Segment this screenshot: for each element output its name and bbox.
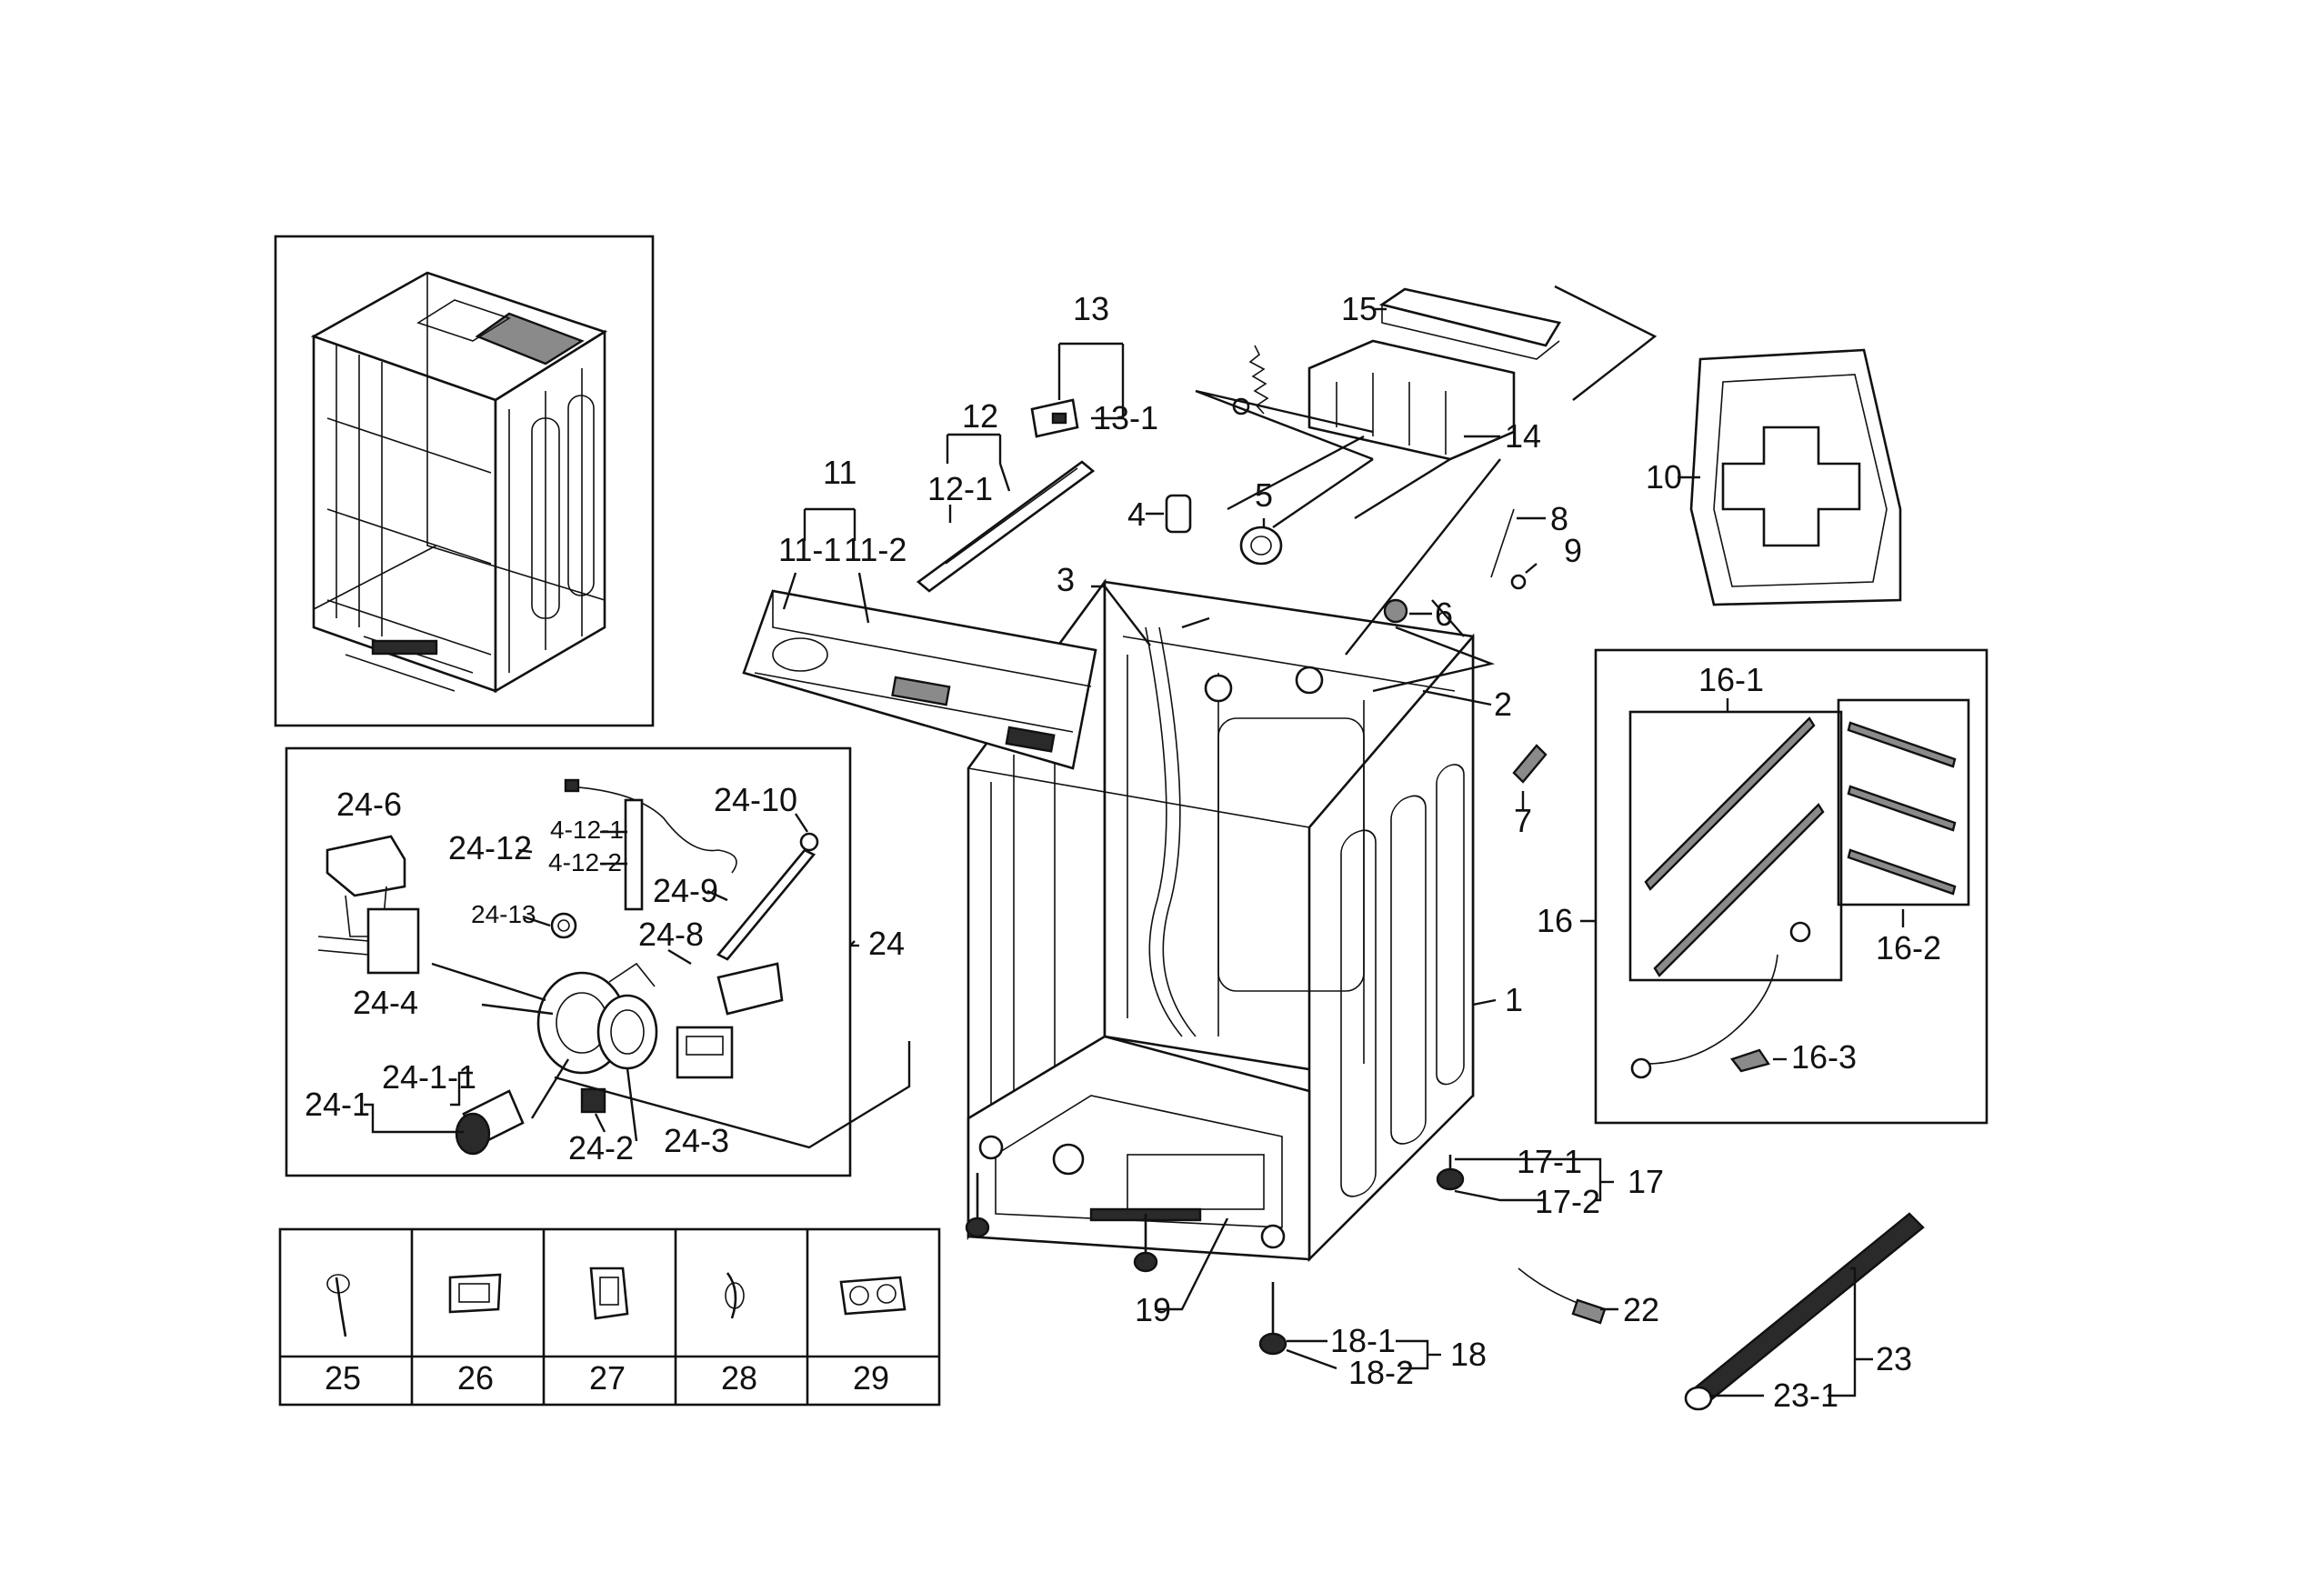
part-26 — [448, 1273, 502, 1314]
callout-4-12-2: 4-12-2 — [548, 848, 622, 876]
part-12-bracket — [916, 460, 1096, 593]
callout-11-1: 11-1 — [778, 531, 841, 568]
table-cell-26: 26 — [457, 1359, 494, 1397]
callout-6: 6 — [1435, 596, 1453, 633]
callout-17: 17 — [1628, 1163, 1664, 1200]
callout-1: 1 — [1505, 981, 1523, 1018]
callout-24-6: 24-6 — [336, 786, 402, 823]
callout-12-1: 12-1 — [927, 470, 993, 507]
assembled-cabinet-inset — [274, 235, 655, 727]
part-12-detail — [945, 467, 1078, 565]
part-4-12-tube — [624, 798, 644, 911]
callout-labels: 1 2 3 4 5 6 7 8 9 10 11 11-1 11-2 12 12-… — [305, 290, 1941, 1414]
callout-12: 12 — [962, 397, 998, 435]
part-11-control-frame — [742, 589, 1097, 770]
callout-24-13: 24-13 — [471, 900, 536, 928]
part-5 — [1239, 526, 1283, 566]
suspension-spring — [1248, 345, 1269, 415]
part-24-6 — [326, 835, 406, 897]
callout-10: 10 — [1646, 458, 1682, 496]
callout-11-2: 11-2 — [844, 531, 907, 568]
callout-13: 13 — [1073, 290, 1109, 327]
callout-17-2: 17-2 — [1535, 1183, 1600, 1220]
table-cell-25: 25 — [325, 1359, 361, 1397]
part-8-spring — [1490, 508, 1515, 578]
accessory-table — [278, 1227, 941, 1407]
part-22-cord — [1518, 1267, 1583, 1306]
callout-8: 8 — [1550, 500, 1568, 537]
callout-16-1: 16-1 — [1698, 661, 1764, 698]
callout-19: 19 — [1135, 1291, 1171, 1328]
part-6 — [1383, 598, 1408, 624]
callout-24-8: 24-8 — [638, 916, 704, 953]
leader-lines — [554, 285, 1905, 1397]
part-24-9 — [716, 848, 816, 961]
part-24-3 — [596, 994, 658, 1070]
callout-18-2: 18-2 — [1348, 1354, 1414, 1391]
callout-4-12-1: 4-12-1 — [550, 816, 624, 844]
wire-harness-box — [1594, 648, 1988, 1125]
part-24-4 — [366, 907, 420, 975]
callout-24-1: 24-1 — [305, 1086, 370, 1123]
callout-16: 16 — [1537, 902, 1573, 939]
callout-5: 5 — [1255, 476, 1273, 514]
callout-3: 3 — [1057, 561, 1075, 598]
callout-24-2: 24-2 — [568, 1129, 634, 1166]
callout-16-3: 16-3 — [1791, 1038, 1857, 1076]
part-24-2 — [580, 1087, 606, 1114]
callout-24-9: 24-9 — [653, 872, 718, 909]
callout-24-10: 24-10 — [714, 781, 797, 818]
callout-14: 14 — [1505, 417, 1541, 455]
part-15 — [1378, 287, 1562, 347]
callout-22: 22 — [1623, 1291, 1659, 1328]
part-24-5 — [676, 1026, 734, 1079]
callout-23: 23 — [1876, 1340, 1912, 1377]
callout-18: 18 — [1450, 1336, 1487, 1373]
table-cell-29: 29 — [853, 1359, 889, 1397]
part-24-10 — [799, 832, 819, 852]
callout-9: 9 — [1564, 532, 1582, 569]
callout-16-2: 16-2 — [1876, 929, 1941, 966]
callout-13-1: 13-1 — [1093, 399, 1158, 436]
part-14 — [1307, 339, 1516, 461]
callout-23-1: 23-1 — [1773, 1377, 1838, 1414]
part-4 — [1165, 494, 1192, 534]
leveling-feet — [965, 1155, 1465, 1356]
callout-18-1: 18-1 — [1330, 1322, 1396, 1359]
part-10-tub-cover — [1689, 348, 1902, 606]
callout-4: 4 — [1127, 496, 1146, 533]
part-24-13 — [550, 912, 577, 939]
callout-24-4: 24-4 — [353, 984, 418, 1021]
callout-24-3: 24-3 — [664, 1122, 729, 1159]
callout-24: 24 — [868, 925, 905, 962]
part-24-12-harness — [567, 786, 737, 874]
table-cell-28: 28 — [721, 1359, 757, 1397]
callout-7: 7 — [1514, 802, 1532, 839]
accessory-table-labels: 25 26 27 28 29 — [325, 1359, 889, 1397]
callout-15: 15 — [1341, 290, 1377, 327]
callout-24-1-1: 24-1-1 — [382, 1058, 476, 1096]
table-cell-27: 27 — [589, 1359, 626, 1397]
drain-pump-assembly-box — [285, 746, 859, 1177]
part-28 — [726, 1272, 737, 1319]
part-25 — [335, 1277, 347, 1337]
part-9 — [1510, 574, 1527, 590]
part-24-8 — [716, 962, 784, 1016]
callout-11: 11 — [823, 454, 856, 491]
part-27 — [589, 1267, 629, 1320]
callout-24-12: 24-12 — [448, 829, 532, 866]
part-7 — [1512, 744, 1548, 784]
callout-2: 2 — [1494, 686, 1512, 723]
callout-17-1: 17-1 — [1517, 1143, 1582, 1180]
